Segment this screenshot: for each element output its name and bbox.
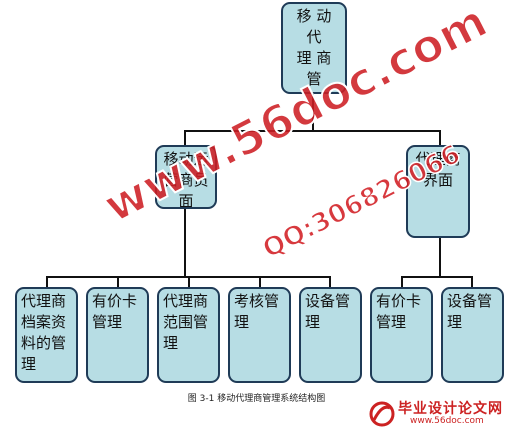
connector-leaf-drop (471, 276, 473, 288)
connector-left-down (184, 207, 186, 277)
connector-left-drop (184, 130, 186, 146)
connector-top-bar (184, 130, 441, 132)
figure-caption: 图 3-1 移动代理商管理系统结构图 (187, 394, 326, 404)
logo-title: 毕业设计论文网 (398, 401, 503, 417)
connector-leaf-drop (259, 276, 261, 288)
connector-leaf-drop (401, 276, 403, 288)
connector-leaf-drop (117, 276, 119, 288)
connector-leaf-drop (46, 276, 48, 288)
connector-leaf-drop (188, 276, 190, 288)
leaf-node-range: 代理商 范围管 理 (157, 287, 220, 383)
connector-leaf-drop (329, 276, 331, 288)
logo-url: www.56doc.com (410, 416, 484, 426)
leaf-node-assessment: 考核管 理 (228, 287, 291, 383)
branch-node-operator: 移动运 营商员 面 (155, 145, 217, 209)
site-logo: 毕业设计论文网 www.56doc.com (368, 398, 508, 430)
branch-node-agent: 代理商 界面 (406, 145, 470, 238)
leaf-node-agent-equipment: 设备管 理 (441, 287, 504, 383)
leaf-node-agent-card: 有价卡 管理 (370, 287, 433, 383)
logo-emblem-icon (369, 401, 395, 427)
connector-right-bar (401, 276, 473, 278)
leaf-node-equipment: 设备管 理 (299, 287, 362, 383)
leaf-node-archive: 代理商 档案资 料的管 理 (15, 287, 78, 383)
leaf-node-card: 有价卡 管理 (86, 287, 149, 383)
connector-right-down (439, 237, 441, 277)
connector-root-down (312, 93, 314, 131)
root-node: 移 动 代 理 商 管 理系统 (281, 2, 347, 94)
connector-right-drop (439, 130, 441, 146)
